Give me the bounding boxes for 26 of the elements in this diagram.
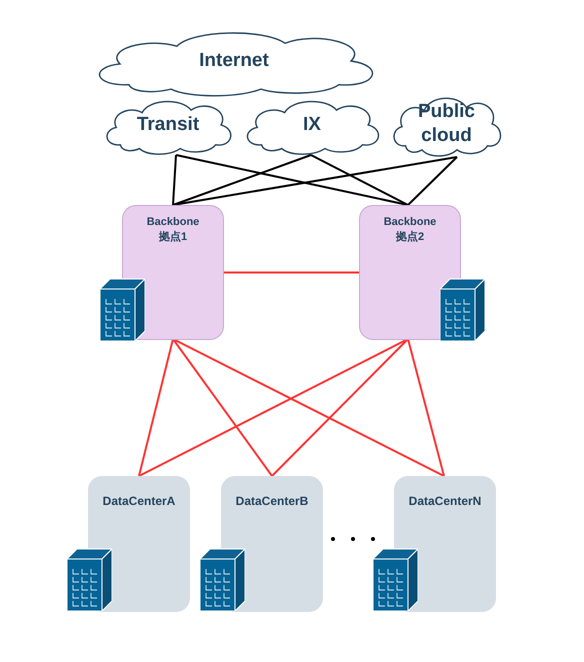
connector-line <box>172 338 273 477</box>
backbone-site-box <box>359 205 461 340</box>
node-label: Backbone 拠点2 <box>382 215 438 245</box>
data-center-box <box>88 476 190 612</box>
backbone-site-box <box>122 205 224 340</box>
node-label: Transit <box>136 113 200 137</box>
connector-line <box>172 338 444 477</box>
connector-line <box>172 154 177 206</box>
node-label: DataCenterB <box>234 493 310 510</box>
connector-line <box>407 156 458 206</box>
data-center-box <box>221 476 323 612</box>
node-label: Backbone 拠点1 <box>146 215 200 245</box>
connector-line <box>310 154 408 206</box>
node-label: Internet <box>198 49 270 73</box>
connector-line <box>271 338 409 477</box>
node-label: IX <box>302 113 322 137</box>
data-center-box <box>394 476 496 612</box>
node-label: DataCenterN <box>408 493 482 510</box>
connector-line <box>224 272 359 274</box>
connector-line <box>407 338 445 476</box>
connector-line <box>138 338 408 477</box>
node-label: DataCenterA <box>102 493 176 510</box>
connector-line <box>138 338 174 476</box>
connector-line <box>176 154 408 206</box>
connector-line <box>172 154 312 206</box>
node-label: Public cloud <box>416 100 476 148</box>
